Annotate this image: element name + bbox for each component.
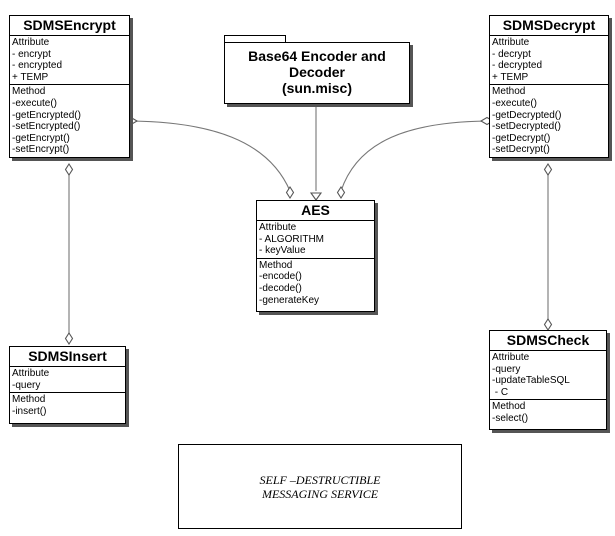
attributes-section: Attribute - decrypt - decrypted + TEMP [490, 36, 608, 84]
method: -setEncrypt() [12, 144, 70, 156]
method: -getEncrypted() [12, 109, 81, 121]
class-name: AES [257, 201, 374, 221]
class-name: SDMSInsert [10, 347, 125, 367]
attribute: - encrypted [12, 60, 63, 72]
methods-label: Method [12, 394, 46, 406]
methods-section: Method -insert() [10, 392, 125, 423]
class-sdmsencrypt[interactable]: SDMSEncrypt Attribute - encrypt - encryp… [9, 15, 130, 158]
package-tab [224, 35, 286, 43]
methods-section: Method -execute() -getEncrypted() -setEn… [10, 84, 129, 157]
attributes-label: Attribute [12, 368, 50, 379]
package-title-line: (sun.misc) [281, 80, 352, 96]
attributes-label: Attribute [492, 352, 530, 363]
class-aes[interactable]: AES Attribute - ALGORITHM - keyValue Met… [256, 200, 375, 313]
method: -setDecrypted() [492, 121, 561, 133]
method: -insert() [12, 405, 47, 417]
attribute: - C [492, 386, 509, 398]
method: -getDecrypted() [492, 109, 562, 121]
method: -select() [492, 412, 529, 424]
diamond-check-top [543, 317, 553, 332]
attributes-section: Attribute - encrypt - encrypted + TEMP [10, 36, 129, 84]
class-sdmscheck[interactable]: SDMSCheck Attribute -query -updateTableS… [489, 330, 607, 430]
method: -decode() [259, 282, 302, 294]
attribute: -query [12, 379, 41, 391]
class-name: SDMSCheck [490, 331, 606, 351]
diamond-aes-right [336, 185, 346, 200]
diamond-encrypt-bottom [64, 162, 74, 177]
attributes-section: Attribute -query [10, 367, 125, 392]
attributes-label: Attribute [12, 37, 50, 48]
class-name: SDMSEncrypt [10, 16, 129, 36]
attribute: -updateTableSQL [492, 375, 570, 387]
methods-label: Method [259, 259, 293, 271]
attribute: -query [492, 363, 521, 375]
class-name: SDMSDecrypt [490, 16, 608, 36]
method: -execute() [492, 97, 538, 109]
package-base64[interactable]: Base64 Encoder and Decoder (sun.misc) [224, 42, 410, 104]
method: -setEncrypted() [12, 121, 81, 133]
attributes-label: Attribute [259, 222, 297, 233]
method: -generateKey [259, 294, 320, 306]
method: -getDecrypt() [492, 132, 551, 144]
attribute: + TEMP [492, 71, 529, 83]
system-title-line: SELF –DESTRUCTIBLE [259, 472, 381, 487]
diamond-decrypt-bottom [543, 162, 553, 177]
system-title-box: SELF –DESTRUCTIBLE MESSAGING SERVICE [178, 444, 462, 529]
attributes-label: Attribute [492, 37, 530, 48]
attribute: - decrypt [492, 48, 531, 60]
diamond-aes-left [285, 185, 295, 200]
attribute: - encrypt [12, 48, 51, 60]
package-title: Base64 Encoder and Decoder (sun.misc) [225, 43, 409, 96]
package-title-line: Base64 Encoder and [248, 48, 386, 64]
class-sdmsdecrypt[interactable]: SDMSDecrypt Attribute - decrypt - decryp… [489, 15, 609, 158]
class-sdmsinsert[interactable]: SDMSInsert Attribute -query Method -inse… [9, 346, 126, 425]
attribute: - keyValue [259, 245, 306, 257]
diamond-insert-top [64, 331, 74, 346]
attributes-section: Attribute - ALGORITHM - keyValue [257, 221, 374, 258]
system-title-line: MESSAGING SERVICE [261, 486, 379, 501]
methods-label: Method [12, 86, 46, 98]
methods-label: Method [492, 401, 526, 413]
attribute: - decrypted [492, 60, 543, 72]
attributes-section: Attribute -query -updateTableSQL - C [490, 351, 606, 399]
decrypt-aes-association [340, 120, 488, 192]
methods-label: Method [492, 86, 526, 98]
method: -setDecrypt() [492, 144, 550, 156]
triangle-aes-top [309, 192, 323, 201]
attribute: + TEMP [12, 71, 49, 83]
package-title-line: Decoder [288, 64, 346, 80]
method: -execute() [12, 97, 58, 109]
method: -getEncrypt() [12, 132, 70, 144]
encrypt-aes-association [130, 120, 291, 192]
attribute: - ALGORITHM [259, 233, 325, 245]
methods-section: Method -select() [490, 399, 606, 428]
methods-section: Method -execute() -getDecrypted() -setDe… [490, 84, 608, 157]
method: -encode() [259, 271, 302, 283]
methods-section: Method -encode() -decode() -generateKey [257, 257, 374, 311]
